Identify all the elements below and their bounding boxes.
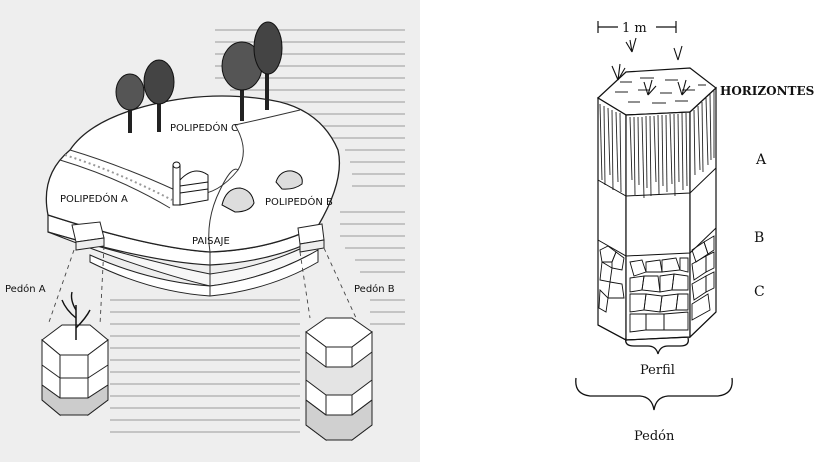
tree-icon xyxy=(115,21,283,133)
pedon-brace xyxy=(575,377,733,411)
scale-label: 1 m xyxy=(622,21,647,36)
pedon-prism xyxy=(597,37,717,342)
perfil-brace xyxy=(625,337,689,355)
cut-block-a xyxy=(71,221,105,251)
horizon-label-c: C xyxy=(754,284,765,300)
pedon-a-column xyxy=(41,291,109,417)
cut-block-b xyxy=(297,223,325,253)
projection-lines xyxy=(47,245,357,326)
label-paisaje: PAISAJE xyxy=(192,236,230,247)
rock-icon xyxy=(221,170,303,213)
scale-bar xyxy=(597,21,677,33)
landscape-diagram: POLIPEDÓN C POLIPEDÓN A POLIPEDÓN B PAIS… xyxy=(0,0,420,462)
background-text-texture xyxy=(110,29,405,433)
label-pedon-b: Pedón B xyxy=(354,283,395,295)
horizons-title: HORIZONTES xyxy=(720,84,814,98)
horizon-c-band xyxy=(598,235,715,333)
pedon-b-column xyxy=(305,317,373,441)
pedon-profile-diagram: 1 m xyxy=(520,0,828,462)
horizon-label-b: B xyxy=(754,230,764,246)
label-polipedon-b: POLIPEDÓN B xyxy=(265,195,333,208)
horizon-a-band xyxy=(599,90,715,199)
barn-icon xyxy=(172,161,209,206)
perfil-label: Perfil xyxy=(640,363,675,378)
horizon-label-a: A xyxy=(755,152,767,168)
label-polipedon-a: POLIPEDÓN A xyxy=(60,192,128,205)
label-pedon-a: Pedón A xyxy=(5,283,46,295)
landscape-svg: POLIPEDÓN C POLIPEDÓN A POLIPEDÓN B PAIS… xyxy=(5,21,405,441)
label-polipedon-c: POLIPEDÓN C xyxy=(170,121,238,134)
pedon-label: Pedón xyxy=(634,429,675,444)
grass-icon xyxy=(611,37,691,96)
pedon-svg: 1 m xyxy=(575,21,814,444)
